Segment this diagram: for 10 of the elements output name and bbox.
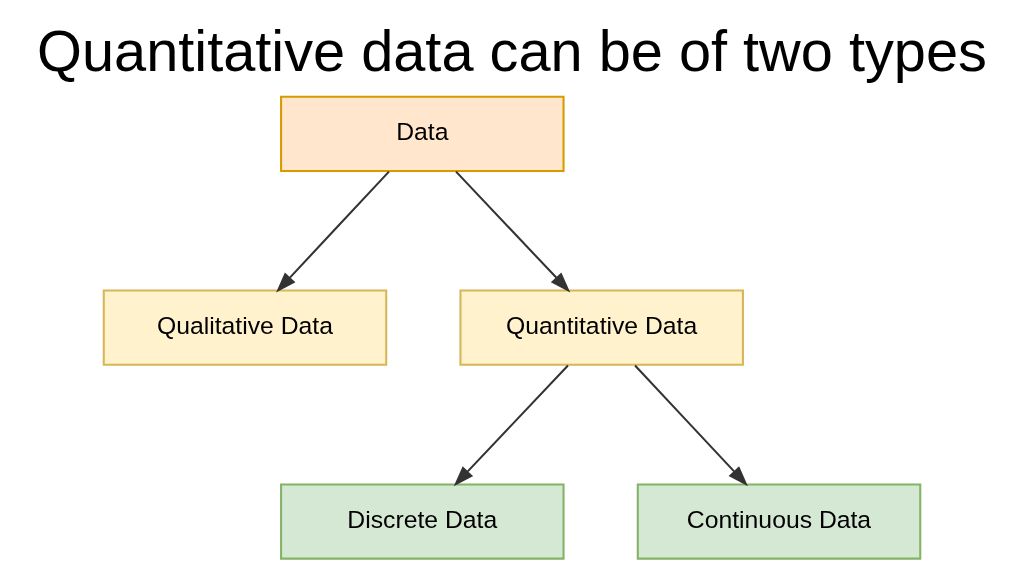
node-box: Quantitative Data — [459, 289, 744, 366]
diagram-title: Quantitative data can be of two types — [37, 18, 987, 83]
arrow — [453, 364, 569, 487]
arrow — [634, 364, 748, 487]
arrow — [276, 170, 390, 293]
node-box: Data — [280, 95, 565, 173]
node-box: Qualitative Data — [102, 289, 388, 366]
node-box: Discrete Data — [280, 483, 565, 560]
arrow — [455, 170, 571, 293]
node-box: Continuous Data — [636, 483, 922, 560]
